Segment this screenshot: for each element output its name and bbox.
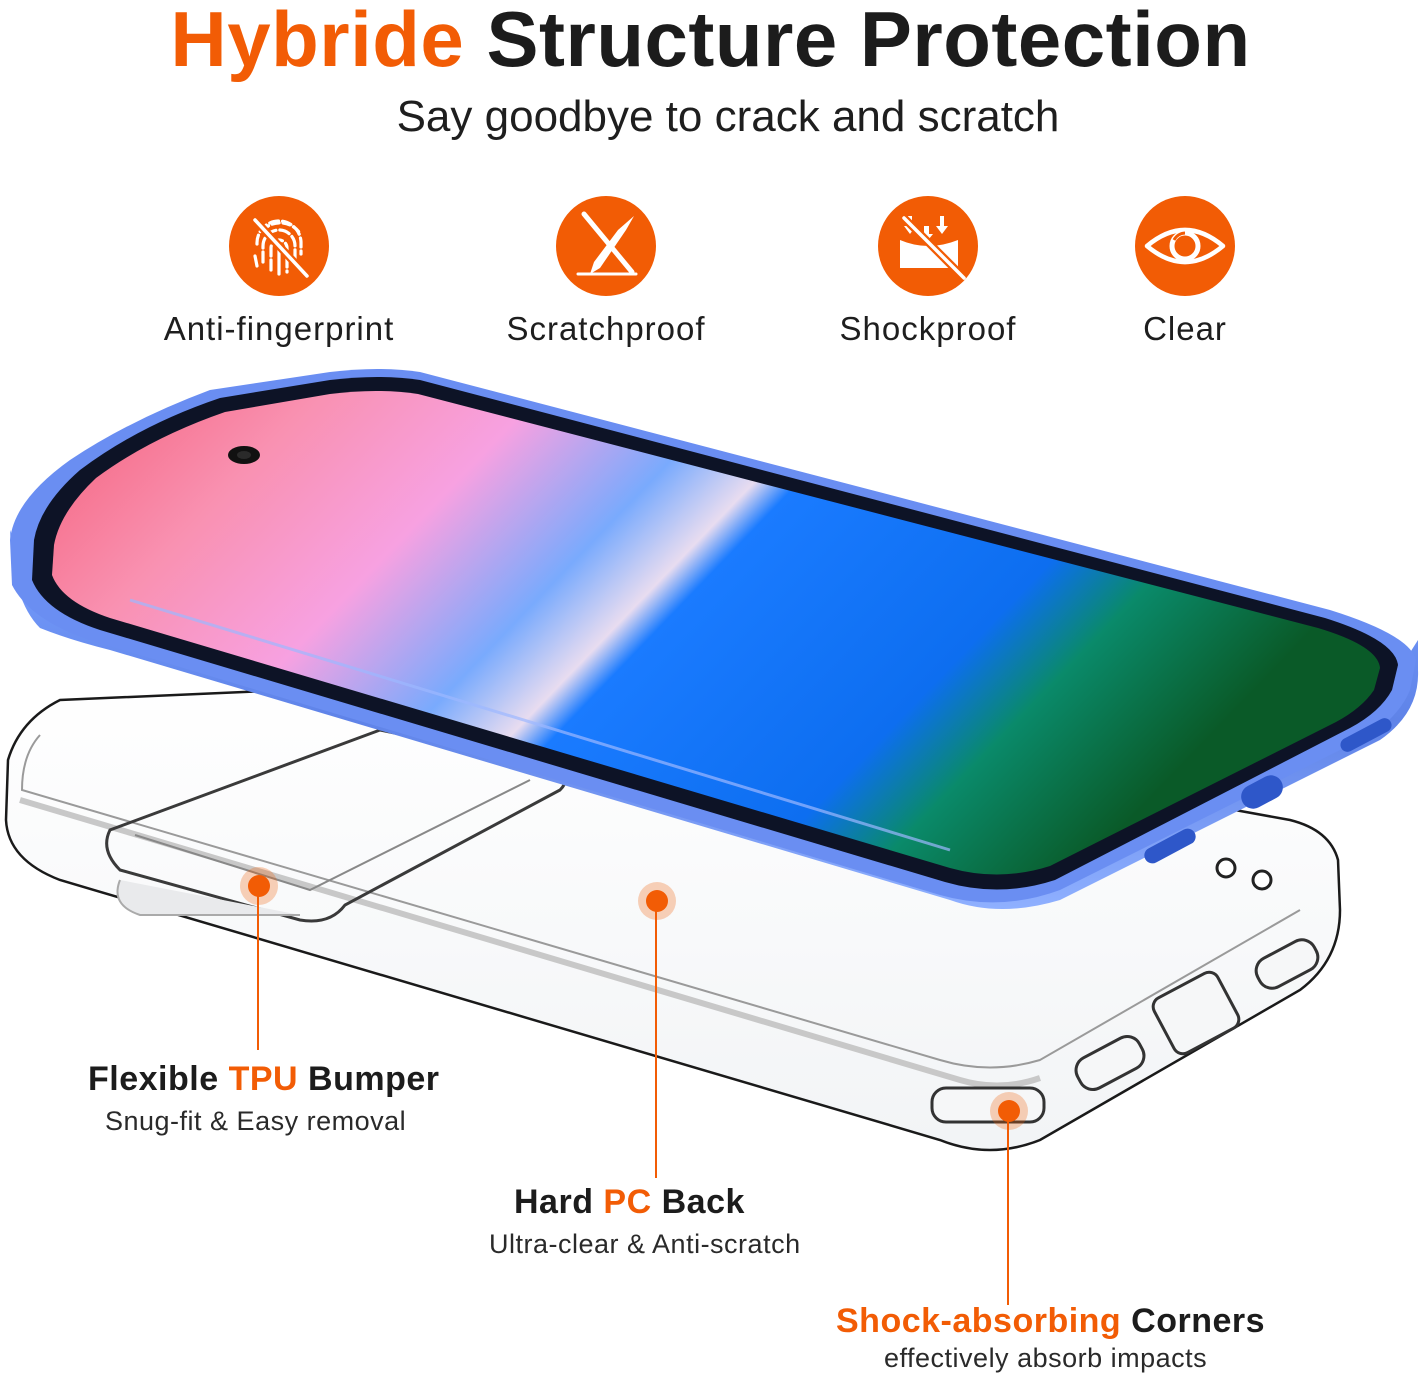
feature-scratchproof: Scratchproof <box>456 196 756 348</box>
callout-leader-pc <box>655 910 657 1178</box>
feature-label: Scratchproof <box>506 310 706 347</box>
feature-clear: Clear <box>1035 196 1335 348</box>
feature-label: Clear <box>1143 310 1227 347</box>
callout-tpu-title: Flexible TPU Bumper <box>88 1060 440 1098</box>
feature-label: Shockproof <box>839 310 1017 347</box>
callout-leader-tpu <box>257 895 259 1050</box>
page-title: Hybride Structure Protection <box>0 0 1421 85</box>
feature-shockproof: Shockproof <box>778 196 1078 348</box>
callout-pc-subtitle: Ultra-clear & Anti-scratch <box>489 1229 801 1259</box>
callout-dot-pc <box>646 890 668 912</box>
title-rest: Structure Protection <box>486 0 1251 83</box>
callout-tpu-subtitle: Snug-fit & Easy removal <box>105 1106 407 1136</box>
title-accent: Hybride <box>170 0 465 83</box>
callout-pc-title: Hard PC Back <box>514 1183 745 1221</box>
shock-impact-icon <box>878 196 978 296</box>
callout-dot-tpu <box>248 875 270 897</box>
phone <box>10 369 1419 909</box>
callout-corners-title: Shock-absorbing Corners <box>836 1302 1266 1340</box>
feature-label: Anti-fingerprint <box>163 310 395 347</box>
feature-anti-fingerprint: Anti-fingerprint <box>129 196 429 348</box>
callout-corners-subtitle: effectively absorb impacts <box>884 1343 1208 1373</box>
no-knife-scratch-icon <box>556 196 656 296</box>
eye-icon <box>1135 196 1235 296</box>
callout-dot-corners <box>998 1100 1020 1122</box>
page-subtitle: Say goodbye to crack and scratch <box>396 92 1060 141</box>
no-fingerprint-icon <box>229 196 329 296</box>
phone-case-illustration <box>4 369 1419 1152</box>
callout-leader-corners <box>1007 1120 1009 1305</box>
